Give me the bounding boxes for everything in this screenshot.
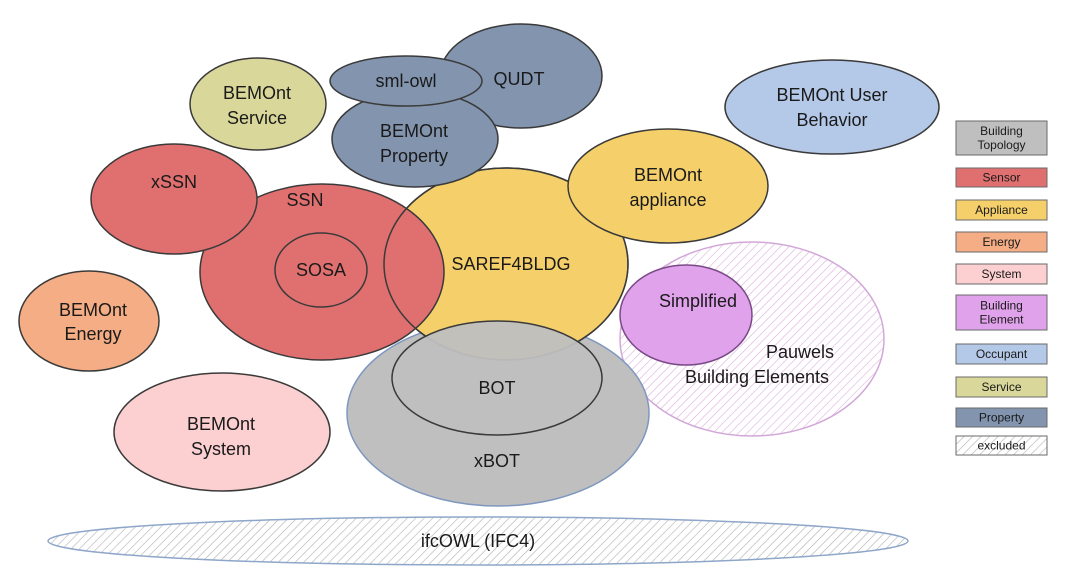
legend-swatch [955,435,1048,456]
bot-ellipse [391,320,603,436]
bemont-property-label-1: BEMOnt [380,121,448,141]
legend: BuildingTopologySensorApplianceEnergySys… [955,120,1048,456]
bemont-service-label-2: Service [227,108,287,128]
legend-swatch [955,343,1048,365]
bemont-system-label-2: System [191,439,251,459]
legend-label: excluded [977,439,1025,453]
bemont-energy-ellipse [18,270,160,372]
legend-label: Sensor [982,171,1020,185]
sml-owl-label: sml-owl [376,71,437,91]
bemont-property-label-2: Property [380,146,448,166]
bot-label: BOT [478,378,515,398]
ifcowl-label: ifcOWL (IFC4) [421,531,535,551]
legend-label: System [981,267,1021,281]
sml-owl-ellipse [329,55,483,107]
legend-label: Building [980,299,1023,313]
sosa-ellipse [274,232,368,308]
bemont-system-ellipse [113,372,331,492]
bemont-user-behavior-label-1: BEMOnt User [776,85,887,105]
legend-swatch [955,263,1048,285]
legend-label: Service [981,380,1021,394]
xbot-label: xBOT [474,451,520,471]
pauwels-label-1: Pauwels [766,342,834,362]
simplified-ellipse [619,264,753,366]
legend-label: Building [980,124,1023,138]
legend-label: Occupant [976,347,1028,361]
bemont-appliance-ellipse [567,128,769,244]
legend-label: Topology [977,138,1025,152]
ssn-label: SSN [286,190,323,210]
bemont-energy-label-2: Energy [64,324,121,344]
bemont-energy-label-1: BEMOnt [59,300,127,320]
bemont-service-label-1: BEMOnt [223,83,291,103]
bemont-service-ellipse [189,57,327,151]
bemont-appliance-label-2: appliance [629,190,706,210]
legend-label: Energy [982,235,1020,249]
legend-label: Appliance [975,203,1028,217]
legend-swatch [955,199,1048,221]
xssn-ellipse [90,143,258,255]
legend-label: Property [979,411,1024,425]
pauwels-label-2: Building Elements [685,367,829,387]
xssn-label: xSSN [151,172,197,192]
ifcowl-ellipse [47,516,909,566]
legend-swatch [955,231,1048,253]
sosa-label: SOSA [296,260,346,280]
legend-swatch [955,407,1048,428]
qudt-label: QUDT [494,69,545,89]
bemont-user-behavior-label-2: Behavior [796,110,867,130]
legend-swatch [955,376,1048,398]
legend-swatch [955,294,1048,331]
simplified-label: Simplified [659,291,737,311]
saref4bldg-label: SAREF4BLDG [451,254,570,274]
legend-label: Element [979,313,1024,327]
bemont-system-label-1: BEMOnt [187,414,255,434]
bemont-user-behavior-ellipse [724,59,940,155]
legend-swatch [955,120,1048,156]
legend-swatch [955,167,1048,188]
bemont-appliance-label-1: BEMOnt [634,165,702,185]
